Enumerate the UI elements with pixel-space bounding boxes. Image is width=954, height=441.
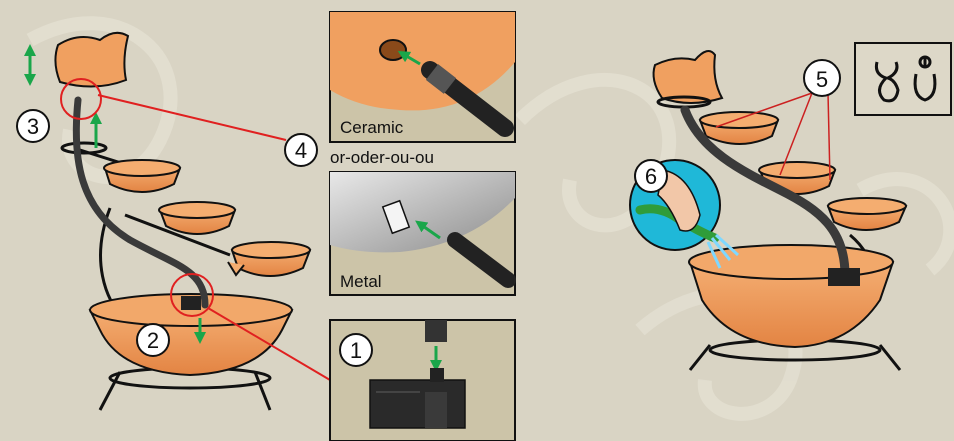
jug — [55, 33, 128, 87]
svg-text:3: 3 — [27, 114, 39, 139]
svg-text:6: 6 — [645, 164, 657, 189]
svg-text:Ceramic: Ceramic — [340, 118, 404, 137]
svg-text:1: 1 — [350, 338, 362, 363]
left-fountain — [30, 33, 330, 410]
svg-text:5: 5 — [816, 67, 828, 92]
svg-text:4: 4 — [295, 138, 307, 163]
step-badge-4: 4 — [285, 134, 317, 166]
or-label: or-oder-ou-ou — [330, 148, 434, 167]
hook-clip-icon — [855, 43, 951, 115]
step-badge-2: 2 — [137, 324, 169, 356]
panel-ceramic: Ceramic — [330, 12, 515, 142]
pump-icon — [828, 268, 860, 286]
pump-icon — [181, 296, 201, 310]
svg-text:Metal: Metal — [340, 272, 382, 291]
svg-text:2: 2 — [147, 328, 159, 353]
watering-hose-icon: 6 — [630, 160, 738, 268]
step-badge-3: 3 — [17, 110, 49, 142]
jug — [654, 51, 722, 103]
panel-metal: Metal — [330, 172, 515, 295]
panel-pump: 1 — [330, 320, 515, 441]
